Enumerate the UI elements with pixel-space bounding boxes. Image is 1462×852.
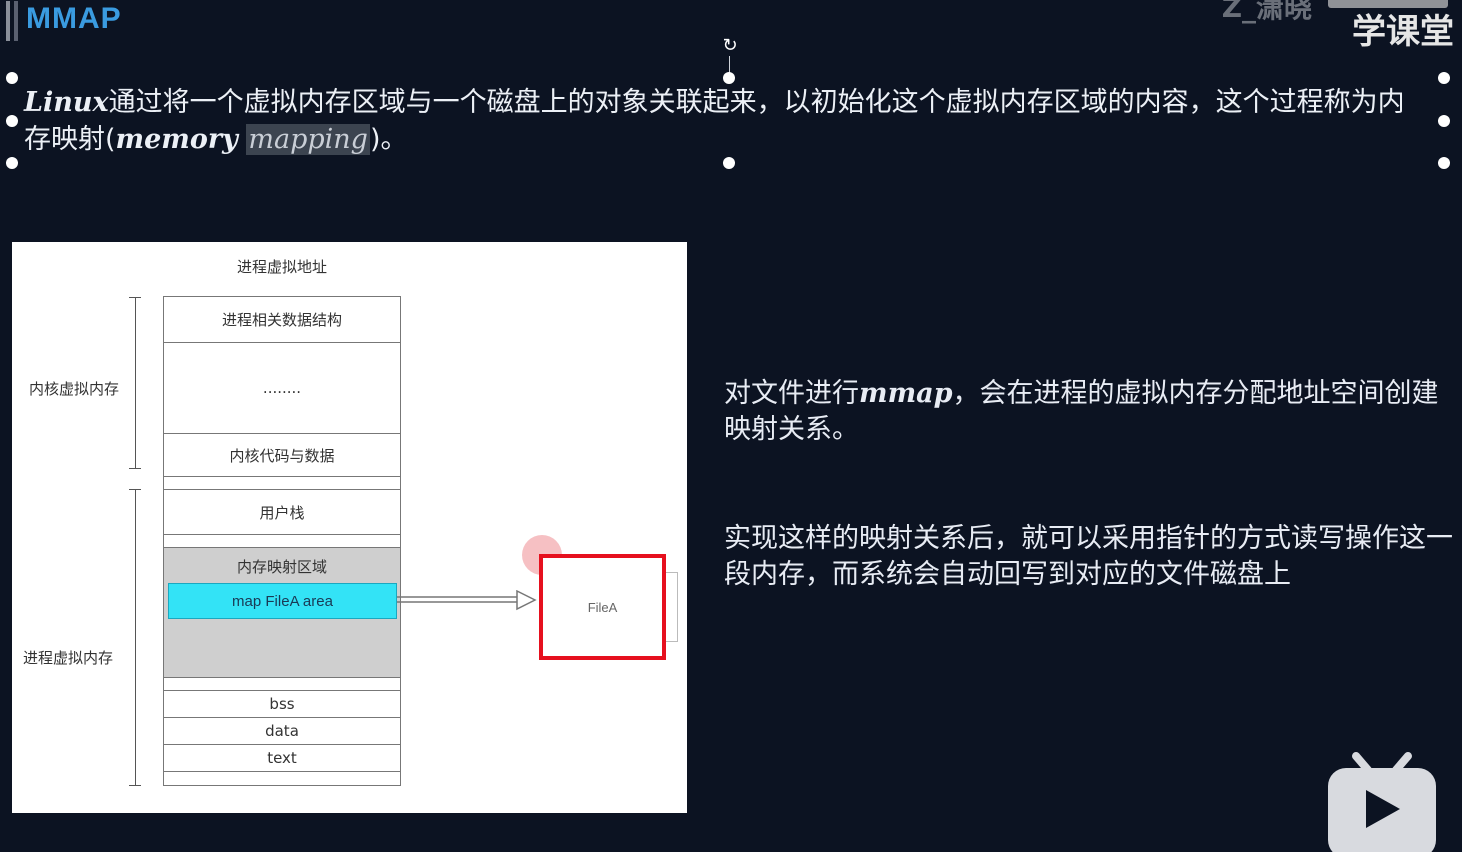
intro-memory: memory: [115, 124, 238, 155]
kernel-bracket-line: [135, 297, 136, 468]
resize-handle[interactable]: [6, 72, 18, 84]
side-paragraph-2[interactable]: 实现这样的映射关系后，就可以采用指针的方式读写操作这一段内存，而系统会自动回写到…: [724, 523, 1453, 590]
block-ellipsis: ........: [163, 342, 401, 434]
block-process-struct: 进程相关数据结构: [163, 296, 401, 343]
process-virtual-memory-label: 进程虚拟内存: [23, 649, 114, 667]
bracket-tick: [129, 468, 141, 469]
watermark-author: Z_潇晓: [1221, 0, 1312, 24]
resize-handle[interactable]: [723, 157, 735, 169]
memory-diagram: 进程虚拟地址 内核虚拟内存 进程虚拟内存 进程相关数据结构 ........ 内…: [12, 242, 687, 813]
mapping-arrow: [397, 590, 537, 611]
intro-mapping-highlight: mapping: [246, 124, 370, 155]
intro-text: 通过将一个虚拟内存区域与一个磁盘上的对象关联起来，以初始化这个虚拟内存区域的内容…: [24, 87, 1405, 155]
watermark-logo-decor: [1328, 0, 1448, 8]
header-bar-decor: [14, 1, 18, 41]
intro-latin: Linux: [24, 87, 109, 118]
rotate-handle-stem: [729, 56, 730, 74]
rotate-icon[interactable]: ↻: [722, 35, 738, 56]
side-paragraph-1[interactable]: 对文件进行mmap，会在进程的虚拟内存分配地址空间创建映射关系。: [724, 376, 1459, 448]
slide-title: MMAP: [26, 2, 122, 35]
intro-textbox[interactable]: Linux通过将一个虚拟内存区域与一个磁盘上的对象关联起来，以初始化这个虚拟内存…: [24, 84, 1424, 158]
block-kernel-code: 内核代码与数据: [163, 433, 401, 477]
block-bss: bss: [163, 690, 401, 718]
block-spacer: [163, 677, 401, 691]
bilibili-tv-icon: [1328, 752, 1436, 852]
intro-close: )。: [369, 124, 408, 155]
resize-handle[interactable]: [723, 72, 735, 84]
block-spacer: [163, 476, 401, 490]
diagram-title: 进程虚拟地址: [236, 258, 327, 276]
resize-handle[interactable]: [1438, 115, 1450, 127]
block-spacer: [163, 771, 401, 786]
kernel-virtual-memory-label: 内核虚拟内存: [29, 380, 120, 398]
resize-handle[interactable]: [6, 115, 18, 127]
p1-text-b: ，会在进程的虚拟内存分配地址空间创建映射关系。: [724, 378, 1439, 445]
block-data: data: [163, 717, 401, 745]
watermark-brand: 学课堂: [1352, 12, 1454, 52]
resize-handle[interactable]: [1438, 72, 1450, 84]
p1-text-a: 对文件进行: [724, 378, 859, 409]
block-user-stack: 用户栈: [163, 489, 401, 535]
bracket-tick: [129, 785, 141, 786]
block-spacer: [163, 534, 401, 548]
block-text: text: [163, 744, 401, 772]
file-filea: FileA: [539, 554, 666, 660]
resize-handle[interactable]: [1438, 157, 1450, 169]
slide-header: MMAP: [6, 0, 122, 42]
block-map-filea-area: map FileA area: [168, 583, 397, 619]
p1-mmap: mmap: [859, 378, 953, 409]
process-bracket-line: [135, 489, 136, 785]
resize-handle[interactable]: [6, 157, 18, 169]
header-bar-decor: [6, 1, 10, 41]
